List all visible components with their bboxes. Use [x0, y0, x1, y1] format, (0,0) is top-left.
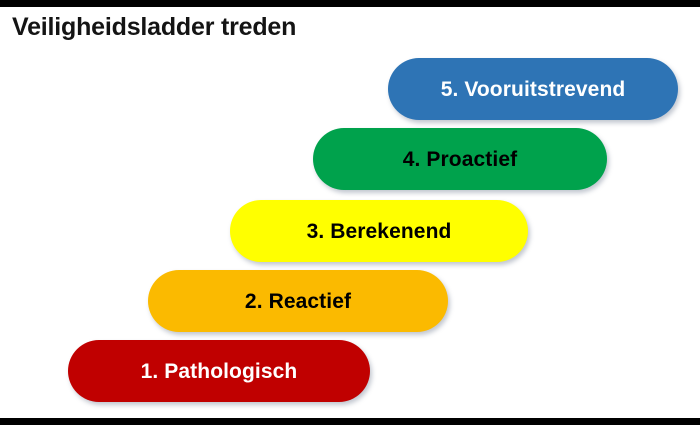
- ladder-step-1-label: 1. Pathologisch: [140, 359, 298, 383]
- bottom-border-bar: [0, 418, 700, 425]
- ladder-step-4-proactief[interactable]: 4. Proactief: [313, 128, 607, 190]
- ladder-step-3-label: 3. Berekenend: [306, 219, 452, 243]
- page-title: Veiligheidsladder treden: [12, 13, 297, 41]
- ladder-step-3-berekenend[interactable]: 3. Berekenend: [230, 200, 528, 262]
- ladder-step-2-label: 2. Reactief: [244, 289, 352, 313]
- ladder-step-4-label: 4. Proactief: [402, 147, 518, 171]
- ladder-step-5-label: 5. Vooruitstrevend: [440, 77, 626, 101]
- ladder-step-2-reactief[interactable]: 2. Reactief: [148, 270, 448, 332]
- ladder-step-1-pathologisch[interactable]: 1. Pathologisch: [68, 340, 370, 402]
- top-border-bar: [0, 0, 700, 7]
- ladder-step-5-vooruitstrevend[interactable]: 5. Vooruitstrevend: [388, 58, 678, 120]
